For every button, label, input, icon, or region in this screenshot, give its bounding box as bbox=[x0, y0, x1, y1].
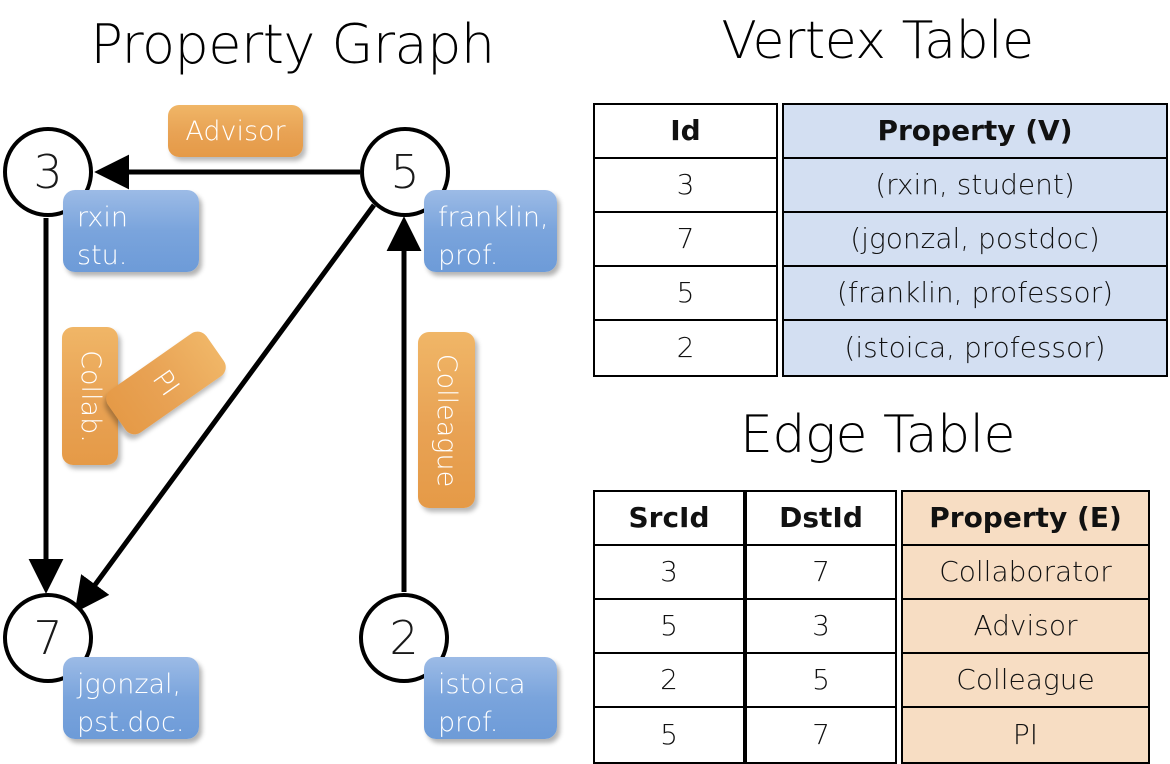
vertex-badge-rxin: rxin stu. bbox=[63, 190, 199, 272]
table-row: 3 bbox=[595, 159, 776, 213]
vertex-table-property-column: Property (V) (rxin, student) (jgonzal, p… bbox=[782, 103, 1168, 377]
table-row: 5 bbox=[595, 267, 776, 321]
vertex-badge-jgonzal-line1: jgonzal, bbox=[77, 669, 182, 700]
vertex-table-header-id: Id bbox=[595, 105, 776, 159]
edge-table-header-property: Property (E) bbox=[903, 492, 1148, 546]
vertex-table-header-property: Property (V) bbox=[784, 105, 1166, 159]
page-title-edge-table: Edge Table bbox=[739, 405, 1016, 465]
edge-badge-pi-label: PI bbox=[146, 364, 186, 402]
table-row: 7 bbox=[595, 213, 776, 267]
vertex-badge-jgonzal-line2: pst.doc. bbox=[77, 707, 185, 738]
vertex-table: Id 3 7 5 2 Property (V) (rxin, student) … bbox=[593, 103, 1168, 377]
edge-5-to-7 bbox=[74, 203, 377, 613]
graph-node-5[interactable]: 5 bbox=[360, 127, 450, 217]
table-row: 7 bbox=[812, 718, 830, 751]
vertex-badge-franklin-line1: franklin, bbox=[438, 202, 549, 233]
edge-badge-advisor-label: Advisor bbox=[185, 115, 286, 147]
property-graph-panel: Property Graph 3 5 7 2 rxin stu. frankli… bbox=[0, 0, 585, 760]
table-row: (jgonzal, postdoc) bbox=[784, 213, 1166, 267]
edge-table-header-srcid: SrcId bbox=[595, 492, 743, 546]
table-row: (istoica, professor) bbox=[844, 331, 1106, 364]
vertex-badge-franklin: franklin, prof. bbox=[424, 190, 557, 272]
table-row: PI bbox=[1012, 718, 1039, 751]
vertex-badge-jgonzal: jgonzal, pst.doc. bbox=[63, 657, 199, 739]
table-row: 2 bbox=[676, 331, 695, 364]
table-row: 3 bbox=[747, 600, 895, 654]
page-title-property-graph: Property Graph bbox=[90, 13, 495, 76]
table-row: 5 bbox=[747, 654, 895, 708]
vertex-badge-rxin-line2: stu. bbox=[77, 240, 128, 271]
table-row: 7 bbox=[747, 546, 895, 600]
vertex-badge-rxin-line1: rxin bbox=[77, 202, 128, 233]
table-row: 5 bbox=[595, 600, 743, 654]
edge-table: SrcId 3 5 2 5 DstId 7 3 5 7 Property (E)… bbox=[593, 490, 1150, 764]
edge-table-header-dstid: DstId bbox=[747, 492, 895, 546]
table-row: 2 bbox=[595, 654, 743, 708]
page-title-vertex-table: Vertex Table bbox=[721, 11, 1034, 71]
vertex-badge-franklin-line2: prof. bbox=[438, 240, 499, 271]
table-row: (franklin, professor) bbox=[784, 267, 1166, 321]
table-row: Advisor bbox=[903, 600, 1148, 654]
vertex-badge-istoica: istoica prof. bbox=[424, 657, 557, 739]
table-row: 5 bbox=[660, 718, 678, 751]
table-row: Colleague bbox=[903, 654, 1148, 708]
graph-edge-lines bbox=[28, 154, 422, 613]
edge-table-dstid-column: DstId 7 3 5 7 bbox=[745, 490, 897, 764]
vertex-badge-istoica-line2: prof. bbox=[438, 707, 499, 738]
edge-badge-colleague: Colleague bbox=[418, 332, 475, 508]
table-row: 3 bbox=[595, 546, 743, 600]
edge-table-srcid-column: SrcId 3 5 2 5 bbox=[593, 490, 745, 764]
edge-table-property-column: Property (E) Collaborator Advisor Collea… bbox=[901, 490, 1150, 764]
table-row: (rxin, student) bbox=[784, 159, 1166, 213]
graph-node-2[interactable]: 2 bbox=[359, 593, 449, 683]
table-row: Collaborator bbox=[903, 546, 1148, 600]
vertex-table-id-column: Id 3 7 5 2 bbox=[593, 103, 778, 377]
edge-badge-advisor: Advisor bbox=[168, 105, 303, 157]
vertex-badge-istoica-line1: istoica bbox=[438, 669, 526, 700]
edge-badge-collab-label: Collab. bbox=[74, 349, 106, 443]
edge-badge-colleague-label: Colleague bbox=[431, 353, 462, 487]
